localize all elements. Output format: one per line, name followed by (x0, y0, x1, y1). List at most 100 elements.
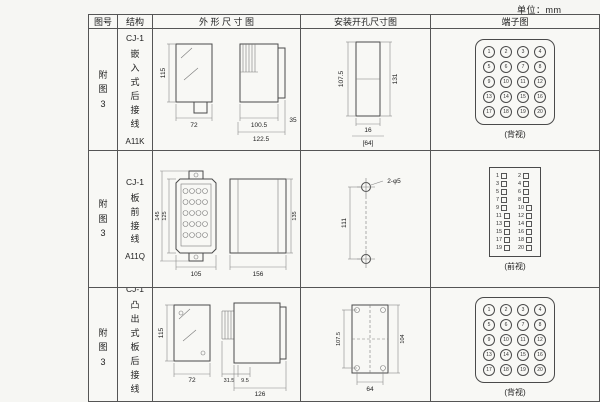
dim-width-bracket: [64] (362, 140, 373, 147)
terminal-number: 16 (534, 91, 546, 103)
cell-row3-structure: CJ-1 凸 出 式 板 后 接 线 A11H (118, 288, 153, 402)
dim-width: 72 (188, 377, 196, 384)
dimensions: 115 72 100.5 122.5 35 (160, 44, 297, 143)
terminal-number: 15 (517, 349, 529, 361)
terminal-number: 10 (500, 76, 512, 88)
terminal-number: 20 (534, 364, 546, 376)
terminal-number: 4 (518, 181, 534, 187)
terminal-number: 18 (500, 364, 512, 376)
terminal-number: 13 (496, 221, 512, 227)
header-outline: 外 形 尺 寸 图 (153, 15, 301, 29)
dim-depth-total: 122.5 (252, 136, 269, 143)
terminal-number: 11 (517, 334, 529, 346)
cell-row3-outline: 115 72 31.5 9.5 126 (153, 288, 301, 402)
terminal-number: 15 (517, 91, 529, 103)
terminal-number: 7 (496, 197, 512, 203)
cell-row1-outline: 115 72 100.5 122.5 35 (153, 29, 301, 151)
structure-row2: CJ-1 板 前 接 线 A11Q (125, 177, 145, 262)
outline-drawing-a11h: 115 72 31.5 9.5 126 (154, 293, 300, 402)
dim-height2: 104 (400, 334, 406, 343)
dim-height-outer: 145 (155, 211, 161, 220)
dim-height: 107.5 (338, 70, 345, 87)
terminal-number: 7 (517, 319, 529, 331)
drill-holes (357, 178, 375, 268)
panel-cutout (356, 42, 380, 116)
dimensions: 107.5 131 16 [64] (338, 42, 399, 147)
side-view (222, 303, 286, 363)
view-label: (背视) (504, 129, 525, 140)
terminal-number: 10 (500, 334, 512, 346)
terminal-number: 20 (518, 245, 534, 251)
front-view (176, 44, 212, 113)
terminal-number: 2 (500, 304, 512, 316)
dim-height: 115 (160, 67, 167, 78)
cell-row2-mounting: 111 2-φ5 (301, 151, 431, 288)
mounting-drawing-a11h: 107.5 104 64 (302, 293, 430, 402)
terminal-number: 16 (518, 229, 534, 235)
terminal-number: 3 (517, 46, 529, 58)
model-label: CJ-1 (126, 288, 144, 294)
outline-drawing-a11q: 145 125 105 156 135 (154, 153, 300, 286)
dim-flange: 9.5 (241, 378, 249, 384)
dim-pins: 31.5 (223, 378, 234, 384)
dim-side-height: 135 (292, 211, 298, 220)
panel-cutout (352, 305, 388, 373)
front-view (176, 171, 216, 261)
structure-code: A11K (126, 137, 145, 146)
terminal-number: 9 (483, 334, 495, 346)
cell-row1-structure: CJ-1 嵌 入 式 后 接 线 A11K (118, 29, 153, 151)
header-terminal: 端子图 (431, 15, 599, 29)
side-view (230, 179, 286, 253)
cell-row3-figure: 附 图 3 (89, 288, 118, 402)
terminal-number: 10 (518, 205, 534, 211)
terminal-number: 12 (534, 334, 546, 346)
dim-height: 107.5 (336, 332, 342, 346)
terminal-number: 3 (517, 304, 529, 316)
terminal-number: 2 (500, 46, 512, 58)
model-label: CJ-1 (126, 177, 144, 187)
dim-width: 105 (190, 271, 201, 278)
terminal-number: 8 (534, 61, 546, 73)
terminal-number: 15 (496, 229, 512, 235)
terminal-number: 14 (518, 221, 534, 227)
terminal-number: 1 (496, 173, 512, 179)
structure-name: 板 前 接 线 (130, 192, 139, 248)
terminal-number: 9 (496, 205, 512, 211)
header-figure: 图号 (89, 15, 118, 29)
mounting-drawing-a11q: 111 2-φ5 (302, 153, 430, 286)
cell-row2-figure: 附 图 3 (89, 151, 118, 288)
terminal-number: 8 (518, 197, 534, 203)
terminal-number: 19 (517, 106, 529, 118)
dim-height: 111 (341, 217, 348, 227)
terminal-number: 6 (500, 61, 512, 73)
structure-name: 凸 出 式 板 后 接 线 (130, 299, 139, 397)
dimensions: 107.5 104 64 (336, 305, 406, 393)
terminal-number: 11 (517, 76, 529, 88)
dimensions: 111 2-φ5 (341, 178, 401, 259)
mounting-drawing-a11k: 107.5 131 16 [64] (302, 30, 430, 150)
terminal-number: 1 (483, 46, 495, 58)
dim-width: 64 (366, 386, 374, 393)
terminal-number: 13 (483, 91, 495, 103)
structure-row1: CJ-1 嵌 入 式 后 接 线 A11K (126, 33, 145, 146)
cell-row2-structure: CJ-1 板 前 接 线 A11Q (118, 151, 153, 288)
dim-flange: 35 (289, 117, 297, 124)
holes-label: 2-φ5 (387, 178, 401, 185)
terminal-number: 7 (517, 61, 529, 73)
terminal-number: 17 (483, 106, 495, 118)
side-view (240, 44, 285, 102)
terminal-number: 12 (518, 213, 534, 219)
terminal-number: 5 (483, 61, 495, 73)
header-mounting: 安装开孔尺寸图 (301, 15, 431, 29)
dim-height2: 131 (392, 73, 399, 84)
cell-row1-figure: 附 图 3 (89, 29, 118, 151)
terminal-number: 1 (483, 304, 495, 316)
spec-table: 图号 结构 外 形 尺 寸 图 安装开孔尺寸图 端子图 附 图 3 CJ-1 嵌… (88, 14, 600, 402)
terminal-number: 20 (534, 106, 546, 118)
